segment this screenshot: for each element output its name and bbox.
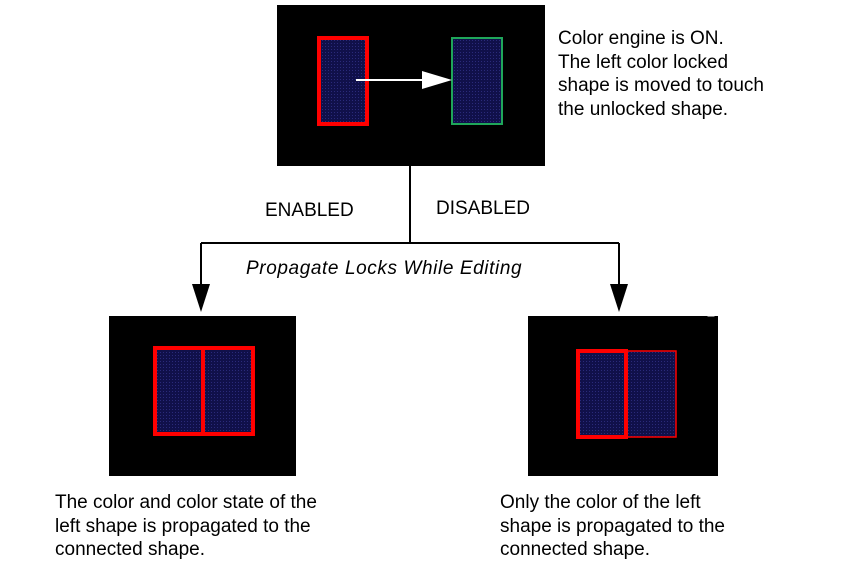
locked-shape-left-b <box>201 346 255 436</box>
top-note: Color engine is ON. The left color locke… <box>558 28 764 120</box>
arrowhead-enabled <box>192 284 210 312</box>
enabled-label: ENABLED <box>265 200 354 221</box>
colored-shape-right-b <box>625 350 677 438</box>
disabled-label: DISABLED <box>436 198 530 219</box>
branch-connector <box>200 166 620 286</box>
locked-shape-right-a <box>576 349 628 439</box>
option-label: Propagate Locks While Editing <box>246 258 523 279</box>
disabled-caption: Only the color of the left shape is prop… <box>500 492 726 560</box>
enabled-caption: The color and color state of the left sh… <box>55 492 317 560</box>
locked-shape-left-a <box>153 346 205 436</box>
unlocked-shape-top <box>451 37 503 125</box>
arrowhead-disabled <box>610 284 628 312</box>
corner-marker <box>707 309 715 317</box>
move-arrow <box>356 71 452 89</box>
